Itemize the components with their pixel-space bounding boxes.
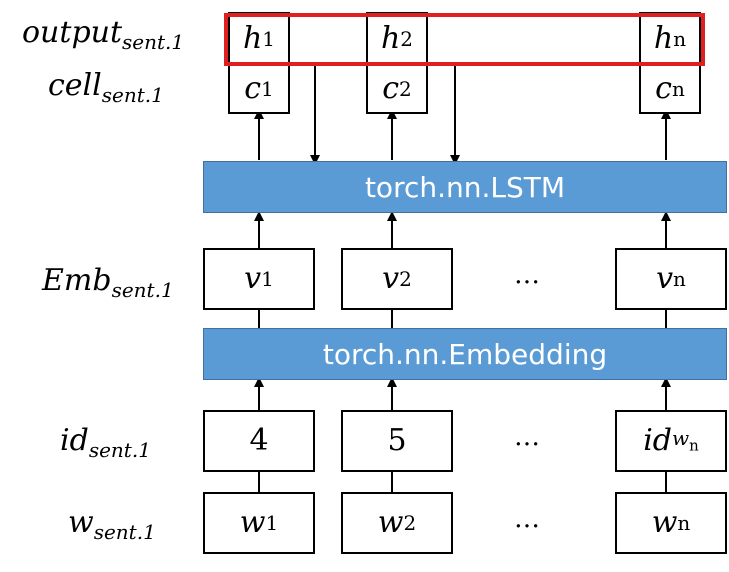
token-id-2: 5 xyxy=(341,410,453,472)
cell-cn-sub: n xyxy=(671,77,685,101)
lstm-layer: torch.nn.LSTM xyxy=(203,161,727,213)
output-h1-base: h xyxy=(242,21,263,56)
token-id-1-value: 4 xyxy=(249,423,269,458)
embedding-layer: torch.nn.Embedding xyxy=(203,328,727,380)
output-hn-sub: n xyxy=(673,27,687,51)
word-w2-base: w xyxy=(377,505,404,540)
token-id-n-sub-w: w xyxy=(672,426,690,451)
output-highlight-box xyxy=(224,13,705,66)
word-w2-sub: 2 xyxy=(403,511,417,535)
output-h2-base: h xyxy=(380,21,401,56)
token-id-1: 4 xyxy=(203,410,315,472)
token-id-n-sub: wn xyxy=(672,428,699,453)
cell-c1-sub: 1 xyxy=(261,77,274,101)
label-output: outputsent.1 xyxy=(22,15,185,54)
word-wn-base: w xyxy=(651,505,678,540)
cell-c1-base: c xyxy=(244,71,262,106)
label-cell-base: cell xyxy=(48,68,102,103)
token-id-n-subsub: n xyxy=(689,436,699,455)
embedding-v2-base: v xyxy=(382,261,400,296)
token-id-2-value: 5 xyxy=(387,423,407,458)
label-emb: Embsent.1 xyxy=(42,263,174,302)
output-h2-sub: 2 xyxy=(400,27,414,51)
label-id-base: id xyxy=(60,423,89,458)
cell-c2-base: c xyxy=(382,71,400,106)
embedding-v2-sub: 2 xyxy=(399,267,412,291)
token-id-n-base: id xyxy=(643,423,672,458)
label-id-sub: sent.1 xyxy=(88,438,151,462)
embedding-vn-sub: n xyxy=(673,267,686,291)
label-emb-base: Emb xyxy=(42,263,112,298)
word-ellipsis: … xyxy=(514,504,540,534)
label-w-base: w xyxy=(68,505,94,540)
label-cell-sub: sent.1 xyxy=(101,83,164,107)
output-h1-sub: 1 xyxy=(262,27,276,51)
label-id: idsent.1 xyxy=(60,423,151,462)
cell-c2-sub: 2 xyxy=(399,77,412,101)
output-hn-base: h xyxy=(653,21,674,56)
embedding-v1-base: v xyxy=(244,261,262,296)
embedding-ellipsis: … xyxy=(514,260,540,290)
label-output-base: output xyxy=(22,15,123,50)
token-id-ellipsis: … xyxy=(514,422,540,452)
word-wn-sub: n xyxy=(677,511,691,535)
word-w1-base: w xyxy=(239,505,266,540)
embedding-vn-base: v xyxy=(656,261,674,296)
embedding-v1-sub: 1 xyxy=(261,267,274,291)
label-w-sub: sent.1 xyxy=(93,520,156,544)
label-cell: cellsent.1 xyxy=(48,68,164,107)
label-emb-sub: sent.1 xyxy=(111,278,174,302)
cell-cn-base: c xyxy=(655,71,672,106)
label-w: wsent.1 xyxy=(68,505,156,544)
label-output-sub: sent.1 xyxy=(122,30,185,54)
word-w1-sub: 1 xyxy=(265,511,279,535)
